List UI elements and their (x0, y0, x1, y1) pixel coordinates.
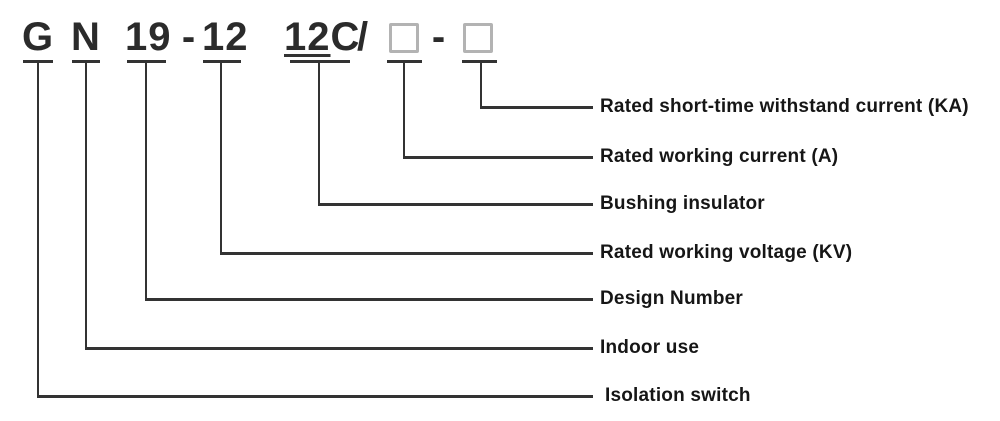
underline-box-1 (387, 60, 422, 63)
callout-indoor-use: Indoor use (600, 337, 700, 358)
callout-rated-working-voltage: Rated working voltage (KV) (600, 242, 853, 263)
connector-short-time-current (480, 62, 593, 109)
model-code-dash-1: - (181, 15, 197, 59)
underline-bushing (290, 60, 350, 63)
placeholder-box-2 (463, 23, 493, 53)
model-code-bushing-suffix: C (330, 15, 361, 59)
callout-design-number: Design Number (600, 288, 744, 309)
underline-g (23, 60, 53, 63)
model-code-voltage: 12 (202, 15, 249, 59)
connector-design-number (145, 62, 593, 301)
callout-isolation-switch: Isolation switch (605, 385, 751, 406)
model-code-bushing-underlined-part: 12 (284, 15, 331, 59)
model-code-bushing: 12C (284, 15, 359, 59)
model-code-dash-2: - (431, 15, 447, 59)
connector-indoor-use (85, 62, 593, 350)
underline-box-2 (462, 60, 497, 63)
model-code-g: G (21, 15, 55, 59)
underline-voltage (203, 60, 241, 63)
callout-rated-short-time-current: Rated short-time withstand current (KA) (600, 96, 969, 117)
placeholder-box-1 (389, 23, 419, 53)
model-code-design-number: 19 (125, 15, 172, 59)
connector-working-voltage (220, 62, 593, 255)
callout-bushing-insulator: Bushing insulator (600, 193, 765, 214)
connector-isolation-switch (37, 62, 593, 398)
slash-separator: / (356, 15, 370, 59)
connector-bushing-insulator (318, 62, 593, 206)
underline-design-number (127, 60, 166, 63)
connector-working-current (403, 62, 593, 159)
underline-n (72, 60, 100, 63)
model-code-n: N (71, 15, 101, 59)
callout-rated-working-current: Rated working current (A) (600, 146, 839, 167)
